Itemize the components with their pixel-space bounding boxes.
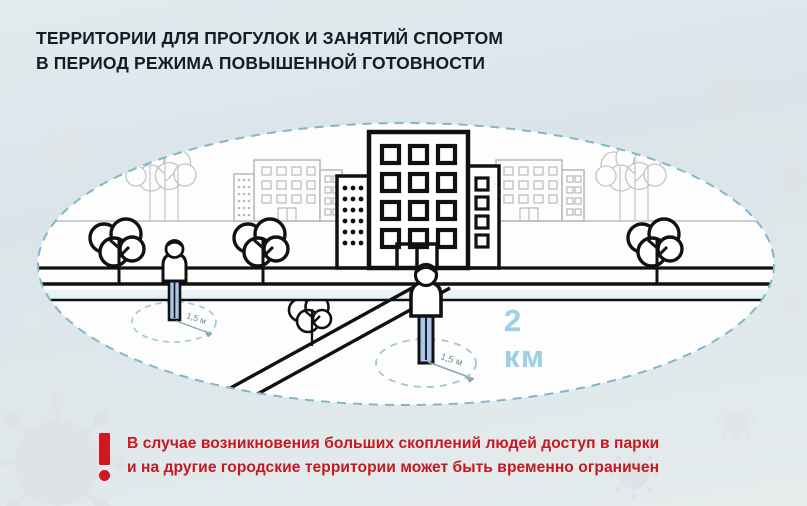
distance-circle	[375, 338, 477, 388]
page-title: ТЕРРИТОРИИ ДЛЯ ПРОГУЛОК И ЗАНЯТИЙ СПОРТО…	[36, 28, 504, 73]
background-tree	[595, 143, 667, 221]
exclamation-mark-icon	[98, 433, 111, 481]
road-band	[38, 290, 774, 300]
main-building	[335, 129, 501, 271]
background-building	[233, 159, 343, 222]
foreground-tree	[287, 294, 333, 346]
distance-circle	[131, 301, 217, 343]
city-scene-illustration: 1,5 м 1,5 м	[26, 118, 786, 410]
foreground-tree	[88, 217, 146, 284]
foreground-tree	[232, 217, 290, 284]
coverage-ellipse-border	[37, 122, 775, 406]
pedestrian-center: 1,5 м	[375, 262, 477, 388]
distance-arrow	[175, 320, 213, 335]
warning-banner: В случае возникновения больших скоплений…	[98, 432, 660, 481]
radius-label: 2 км	[504, 303, 546, 374]
distance-arrow	[427, 361, 475, 380]
warning-text: В случае возникновения больших скоплений…	[127, 435, 660, 477]
foreground-tree	[626, 217, 684, 284]
